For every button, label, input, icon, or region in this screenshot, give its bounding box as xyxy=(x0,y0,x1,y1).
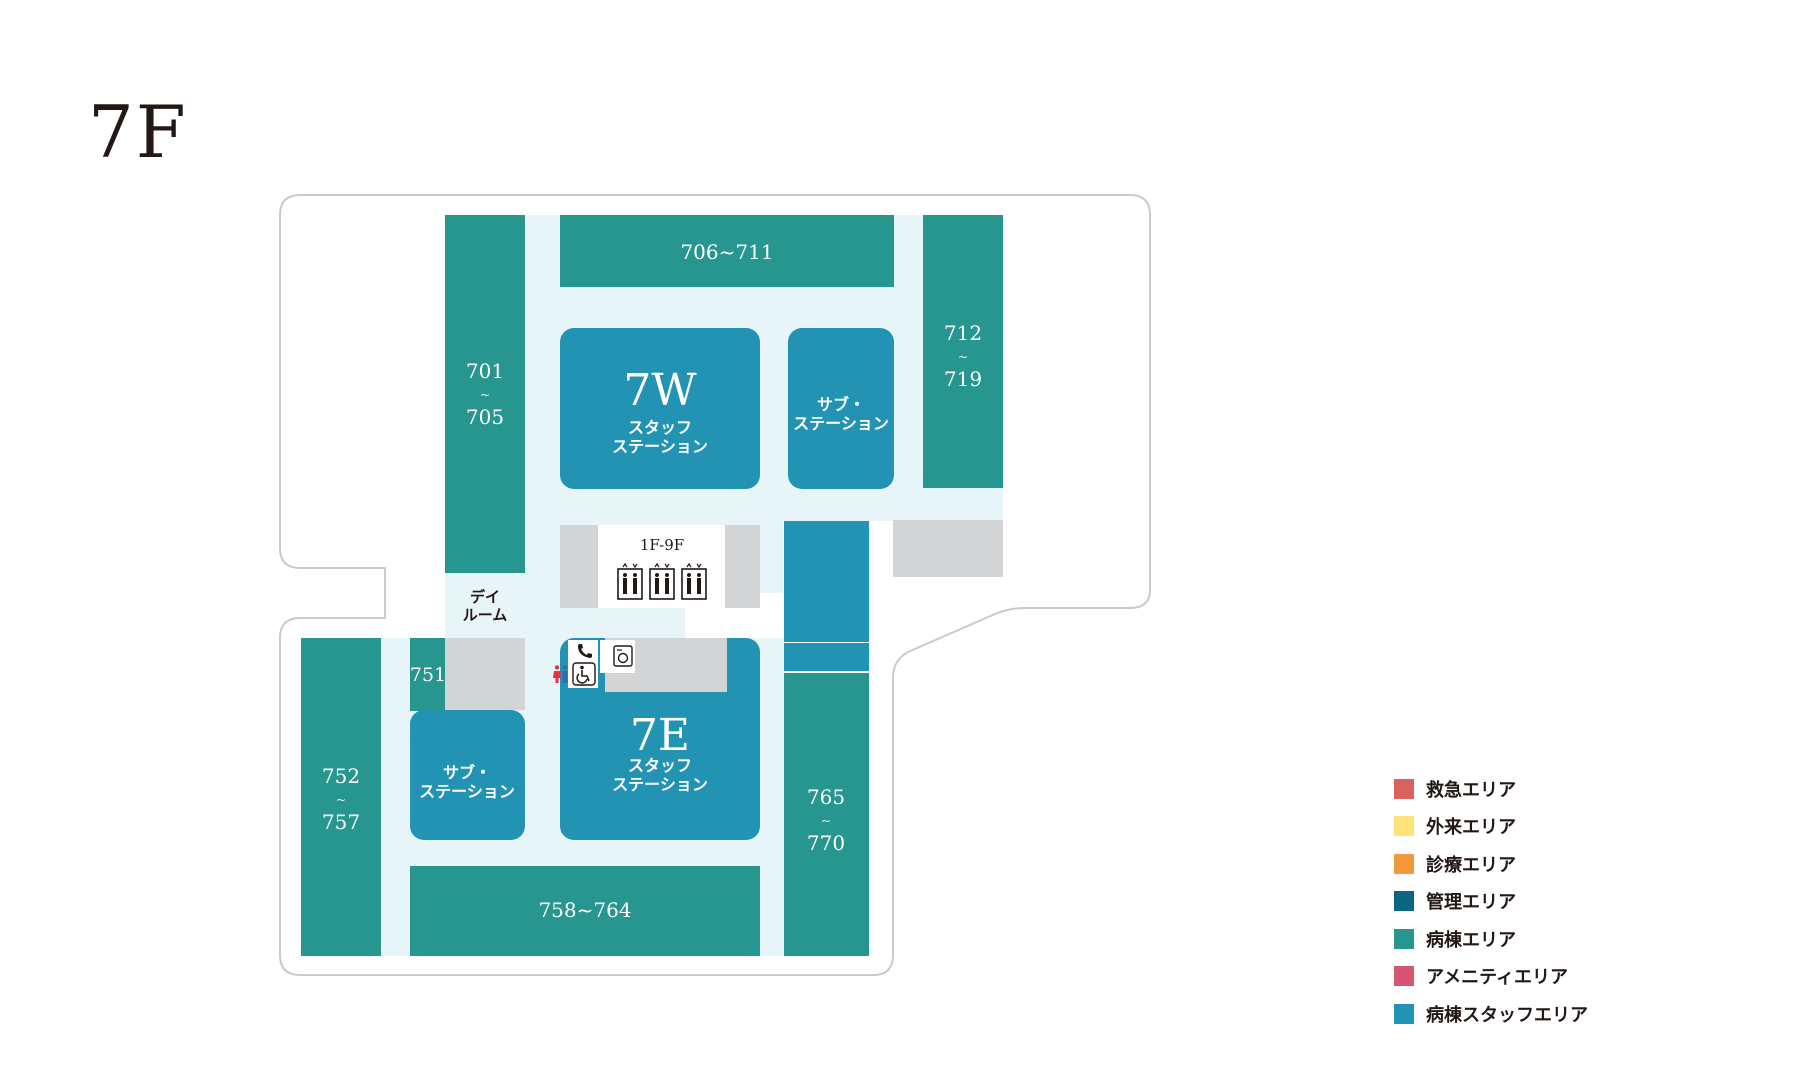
staff-station-7w xyxy=(560,328,760,489)
room-751 xyxy=(410,638,445,711)
legend-item: 病棟スタッフエリア xyxy=(1394,995,1588,1033)
room-712-719 xyxy=(923,215,1003,488)
station-7w-line1: スタッフ xyxy=(628,418,692,437)
legend-swatch xyxy=(1394,816,1414,837)
room-label-752-tilde: ~ xyxy=(336,793,346,807)
room-label-765-tilde: ~ xyxy=(821,814,831,828)
legend-swatch xyxy=(1394,1003,1414,1024)
sub-station-west-line1: サブ・ xyxy=(817,395,865,414)
room-label-701: 701 xyxy=(466,359,504,383)
dayroom-line2: ルーム xyxy=(463,606,508,624)
dayroom-line1: デイ xyxy=(470,588,500,606)
legend-label: 診療エリア xyxy=(1426,854,1516,876)
room-758-764 xyxy=(410,866,760,956)
legend: 救急エリア 外来エリア 診療エリア 管理エリア 病棟エリア アメニティエリア 病… xyxy=(1394,770,1588,1033)
ward-rooms xyxy=(301,215,1003,956)
station-7e-line2: ステーション xyxy=(612,775,708,794)
legend-item: アメニティエリア xyxy=(1394,958,1588,996)
room-label-758-764: 758~764 xyxy=(538,898,631,922)
legend-item: 救急エリア xyxy=(1394,770,1588,808)
room-label-719: 719 xyxy=(944,367,982,391)
room-label-712-tilde: ~ xyxy=(958,350,968,364)
sub-station-west-line2: ステーション xyxy=(793,414,889,433)
room-701-705 xyxy=(445,215,525,573)
legend-item: 診療エリア xyxy=(1394,845,1588,883)
room-label-770: 770 xyxy=(807,831,845,855)
legend-label: 病棟スタッフエリア xyxy=(1426,1004,1588,1026)
service-areas xyxy=(445,520,1003,710)
room-label-712: 712 xyxy=(944,321,982,345)
accessible-toilet-icon xyxy=(572,662,596,686)
phone-icon xyxy=(578,644,592,658)
sub-station-east xyxy=(410,710,525,840)
elevator-icon xyxy=(681,562,707,600)
legend-swatch xyxy=(1394,778,1414,799)
floor-title: 7F xyxy=(88,90,188,174)
room-label-752: 752 xyxy=(322,764,360,788)
room-label-751: 751 xyxy=(410,664,446,686)
legend-swatch xyxy=(1394,891,1414,912)
staff-area-mid-upper xyxy=(784,521,869,642)
legend-item: 外来エリア xyxy=(1394,808,1588,846)
legend-swatch xyxy=(1394,928,1414,949)
laundry-icon xyxy=(613,645,633,667)
legend-label: アメニティエリア xyxy=(1426,967,1569,989)
station-7e-line1: スタッフ xyxy=(628,756,692,775)
legend-label: 管理エリア xyxy=(1426,892,1516,914)
elevator-icon xyxy=(649,562,675,600)
legend-item: 管理エリア xyxy=(1394,883,1588,921)
legend-label: 病棟エリア xyxy=(1426,929,1516,951)
room-706-711 xyxy=(560,215,894,287)
station-7w-line2: ステーション xyxy=(612,437,708,456)
station-code-7w: 7W xyxy=(623,365,697,416)
elevator-hall xyxy=(598,525,725,608)
legend-label: 救急エリア xyxy=(1426,779,1516,801)
staff-area-mid-lower xyxy=(784,643,869,671)
station-code-7e: 7E xyxy=(630,710,690,761)
sub-station-east-line2: ステーション xyxy=(419,782,515,801)
room-label-757: 757 xyxy=(322,810,360,834)
sub-station-west xyxy=(788,328,894,489)
elevator-icon xyxy=(617,562,643,600)
legend-swatch xyxy=(1394,966,1414,987)
room-label-765: 765 xyxy=(807,785,845,809)
legend-swatch xyxy=(1394,853,1414,874)
room-label-705: 705 xyxy=(466,405,504,429)
room-765-770 xyxy=(784,673,869,956)
room-752-757 xyxy=(301,638,381,956)
toilet-icon xyxy=(553,665,568,683)
sub-station-east-line1: サブ・ xyxy=(443,763,491,782)
legend-item: 病棟エリア xyxy=(1394,920,1588,958)
facility-icons xyxy=(553,640,635,688)
elevator-floor-label: 1F-9F xyxy=(640,536,684,554)
legend-label: 外来エリア xyxy=(1426,817,1516,839)
room-label-701-tilde: ~ xyxy=(480,388,490,402)
room-label-706-711: 706~711 xyxy=(680,240,773,264)
